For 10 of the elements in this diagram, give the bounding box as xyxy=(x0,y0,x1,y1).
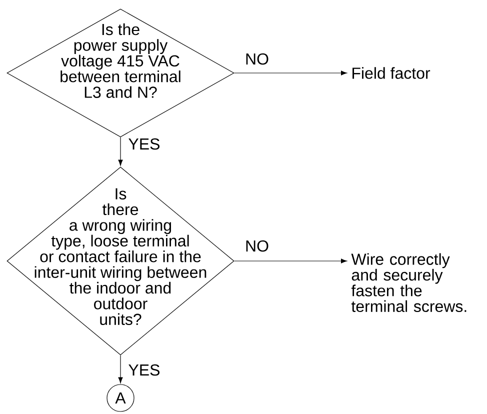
arrow xyxy=(234,70,347,76)
arrow xyxy=(118,355,123,384)
edge-label: YES xyxy=(127,363,162,377)
result-text: Field factor xyxy=(352,67,430,79)
edge-label: NO xyxy=(244,52,270,66)
arrow xyxy=(118,137,123,166)
edge-label: YES xyxy=(127,137,162,151)
result-text: Wire correctly and securely fasten the terminal screws. xyxy=(351,253,466,312)
arrow xyxy=(234,258,347,264)
edge-label: NO xyxy=(244,239,270,253)
